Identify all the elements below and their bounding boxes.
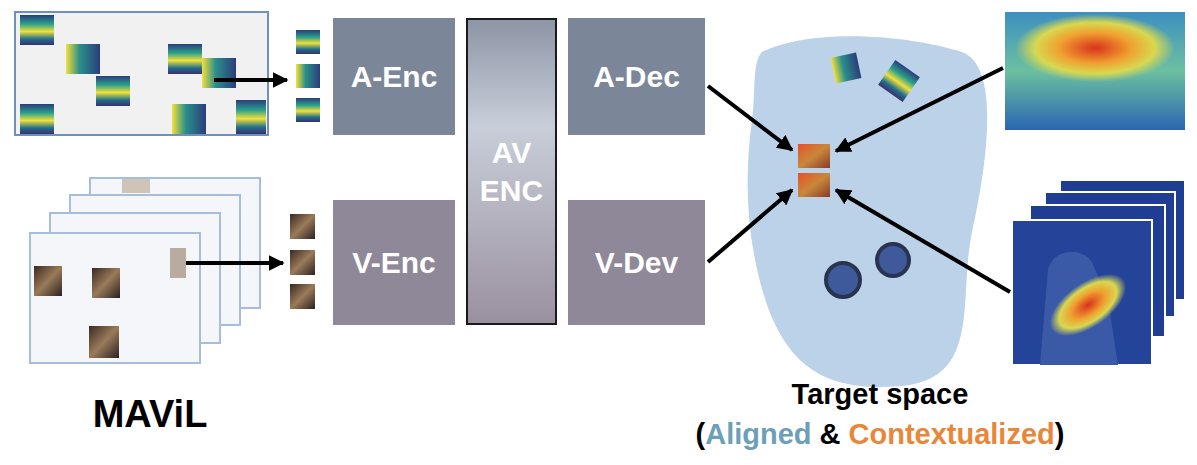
keyword: Contextualized xyxy=(849,418,1055,451)
box-label: A-Enc xyxy=(351,58,438,96)
encoder-box: V-Enc xyxy=(333,200,455,325)
arrow xyxy=(708,86,792,150)
bracket: ( xyxy=(696,418,706,451)
audio-patch xyxy=(296,64,320,88)
aligned-patch xyxy=(798,173,830,197)
masked-spectrogram xyxy=(15,12,268,135)
arrow xyxy=(186,261,283,265)
audio-patch xyxy=(96,76,130,106)
video-patch xyxy=(290,250,315,275)
audio-heatmap xyxy=(1005,12,1185,130)
video-patch xyxy=(89,326,119,358)
audio-patch xyxy=(878,60,920,102)
video-patch xyxy=(290,284,315,309)
heatmap-hotspot xyxy=(1015,14,1175,82)
video-patch xyxy=(34,266,62,296)
arrow xyxy=(836,190,1010,292)
arrow xyxy=(836,68,1003,151)
masked-video-frames xyxy=(30,178,260,363)
audio-patch xyxy=(172,104,206,134)
target-space-region xyxy=(748,36,988,387)
video-patch xyxy=(290,214,315,239)
bracket: ) xyxy=(1055,418,1065,451)
heatmap-image xyxy=(1005,12,1185,130)
audio-patch xyxy=(20,104,54,134)
spectrogram-frame xyxy=(15,12,268,135)
region-title: Target space xyxy=(792,378,969,411)
arrow xyxy=(708,190,792,262)
audio-patch xyxy=(296,30,320,54)
audio-patch xyxy=(66,44,100,74)
keyword: Aligned xyxy=(705,418,811,451)
decoder-box: V-Dev xyxy=(568,200,705,325)
audio-patch xyxy=(202,58,236,88)
box-label: V-Dev xyxy=(595,244,678,282)
audio-patch xyxy=(168,44,202,74)
video-frame xyxy=(30,233,200,363)
label-row: (Aligned&Contextualized) xyxy=(696,418,1065,451)
aligned-patch xyxy=(798,144,830,168)
video-patch-column xyxy=(290,214,315,309)
video-token xyxy=(826,263,860,297)
video-patch xyxy=(92,268,120,298)
box-label: AV ENC xyxy=(477,134,547,209)
audio-patch xyxy=(296,98,320,122)
video-patch xyxy=(122,179,150,193)
box-label: A-Dec xyxy=(593,58,680,96)
encoder-box: A-Enc xyxy=(333,18,455,135)
video-token xyxy=(877,244,909,276)
audio-patch xyxy=(831,53,862,84)
figure-title: MAViL xyxy=(93,393,208,436)
conjunction: & xyxy=(820,418,841,451)
heatmap-hotspot xyxy=(1039,262,1136,349)
box-label: V-Enc xyxy=(352,244,435,282)
fusion-encoder-box: AV ENC xyxy=(466,18,557,325)
decoder-box: A-Dec xyxy=(568,18,705,135)
video-heatmap-frames xyxy=(1012,180,1185,365)
arrow xyxy=(214,78,287,82)
heatmap-frame xyxy=(1012,220,1152,365)
video-patch xyxy=(170,248,186,278)
audio-patch xyxy=(20,15,54,45)
audio-patch xyxy=(236,100,266,134)
audio-patch-column xyxy=(296,30,320,122)
